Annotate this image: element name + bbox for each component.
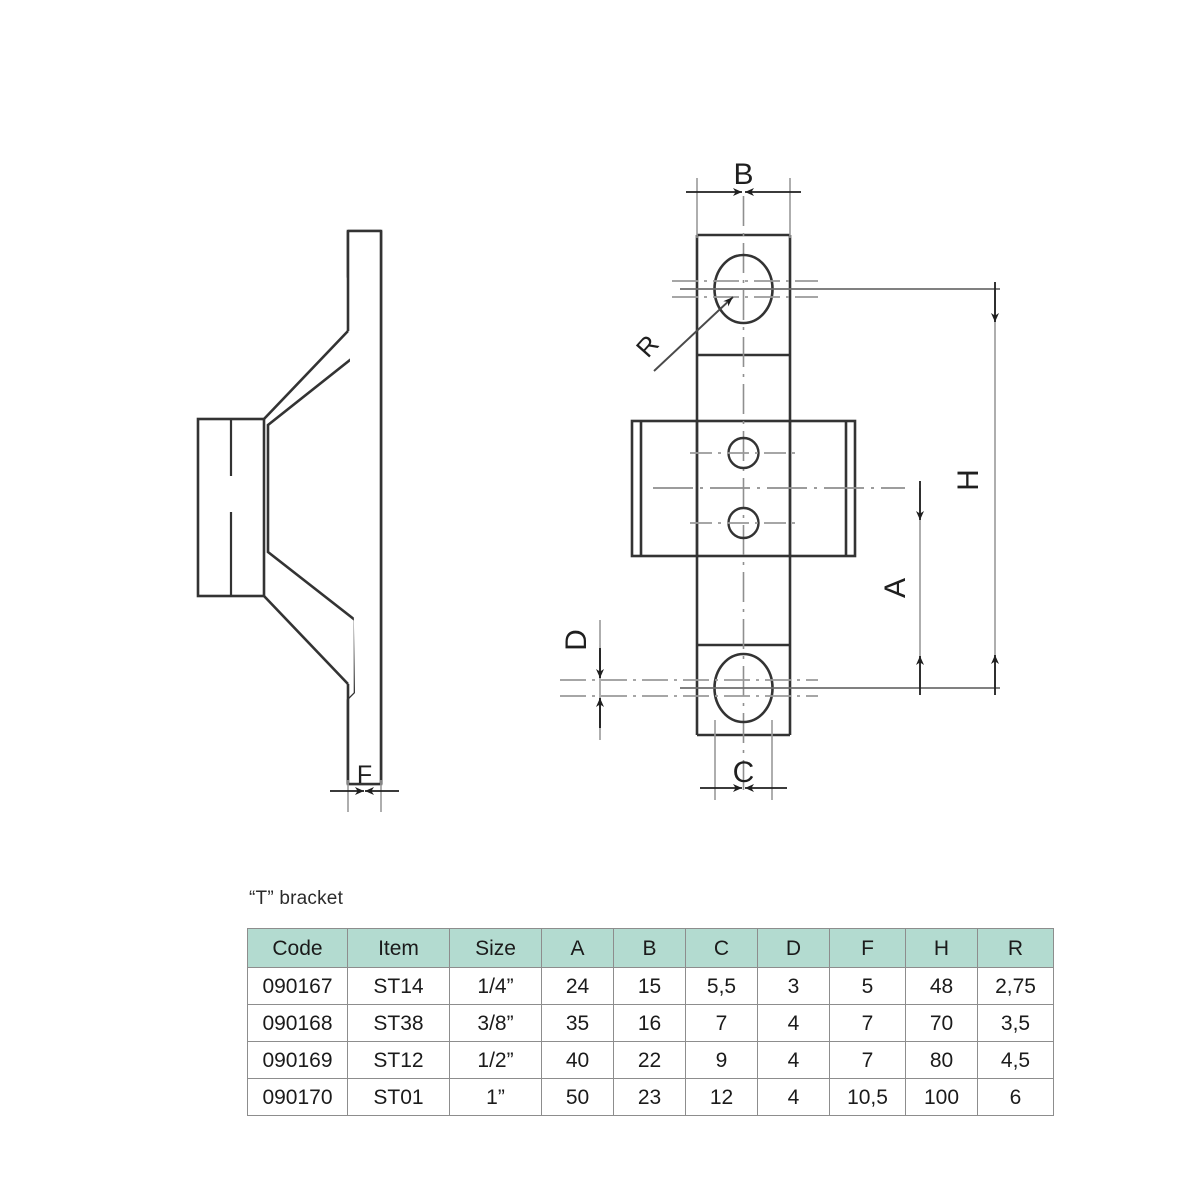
cell-item: ST01 xyxy=(347,1078,450,1116)
cell-size: 1” xyxy=(449,1078,542,1116)
cell-b: 23 xyxy=(613,1078,686,1116)
cell-f: 10,5 xyxy=(829,1078,906,1116)
col-header-a: A xyxy=(541,928,614,968)
cell-h: 70 xyxy=(905,1004,978,1042)
col-header-h: H xyxy=(905,928,978,968)
cell-item: ST14 xyxy=(347,967,450,1005)
table-header-row: Code Item Size A B C D F H R xyxy=(247,928,1054,968)
cell-r: 4,5 xyxy=(977,1041,1054,1079)
spec-table-container: Code Item Size A B C D F H R 090167 ST14… xyxy=(247,928,1054,1116)
cell-c: 7 xyxy=(685,1004,758,1042)
cell-item: ST38 xyxy=(347,1004,450,1042)
cell-f: 7 xyxy=(829,1041,906,1079)
cell-item: ST12 xyxy=(347,1041,450,1079)
cell-c: 5,5 xyxy=(685,967,758,1005)
cell-a: 35 xyxy=(541,1004,614,1042)
col-header-r: R xyxy=(977,928,1054,968)
cell-a: 50 xyxy=(541,1078,614,1116)
dimension-H: H xyxy=(952,282,999,695)
cell-code: 090167 xyxy=(247,967,348,1005)
dimension-label-R: R xyxy=(630,329,665,363)
cell-r: 2,75 xyxy=(977,967,1054,1005)
col-header-f: F xyxy=(829,928,906,968)
table-row: 090168 ST38 3/8” 35 16 7 4 7 70 3,5 xyxy=(247,1004,1054,1042)
cell-a: 24 xyxy=(541,967,614,1005)
dimension-label-D: D xyxy=(560,629,593,651)
drawing-canvas: F xyxy=(196,158,1000,812)
technical-drawing: F xyxy=(196,158,1000,812)
spec-table: Code Item Size A B C D F H R 090167 ST14… xyxy=(247,928,1054,1116)
cell-code: 090168 xyxy=(247,1004,348,1042)
dimension-label-C: C xyxy=(733,756,755,789)
bottom-hole-centerlines xyxy=(560,679,818,697)
cell-d: 4 xyxy=(757,1004,830,1042)
cell-code: 090170 xyxy=(247,1078,348,1116)
col-header-d: D xyxy=(757,928,830,968)
col-header-item: Item xyxy=(347,928,450,968)
cell-f: 5 xyxy=(829,967,906,1005)
cell-d: 3 xyxy=(757,967,830,1005)
cell-c: 9 xyxy=(685,1041,758,1079)
side-view: F xyxy=(196,229,399,812)
cell-b: 16 xyxy=(613,1004,686,1042)
cell-a: 40 xyxy=(541,1041,614,1079)
cell-r: 3,5 xyxy=(977,1004,1054,1042)
col-header-b: B xyxy=(613,928,686,968)
radius-leader: R xyxy=(630,296,734,372)
dimension-F: F xyxy=(330,761,399,812)
dimension-label-B: B xyxy=(733,158,753,191)
col-header-c: C xyxy=(685,928,758,968)
dimension-C: C xyxy=(700,720,787,800)
cell-b: 22 xyxy=(613,1041,686,1079)
cell-size: 1/2” xyxy=(449,1041,542,1079)
table-row: 090170 ST01 1” 50 23 12 4 10,5 100 6 xyxy=(247,1078,1054,1116)
cell-code: 090169 xyxy=(247,1041,348,1079)
cell-size: 3/8” xyxy=(449,1004,542,1042)
front-view: R xyxy=(560,158,1000,800)
table-row: 090167 ST14 1/4” 24 15 5,5 3 5 48 2,75 xyxy=(247,967,1054,1005)
dimension-B: B xyxy=(686,158,801,238)
dimension-label-F: F xyxy=(357,761,372,789)
side-view-silhouette xyxy=(348,231,381,784)
middle-holes-centerlines xyxy=(690,452,800,524)
top-hole-centerlines xyxy=(672,280,818,298)
dimension-D: D xyxy=(560,620,604,740)
drawing-caption: “T” bracket xyxy=(249,888,344,909)
cell-f: 7 xyxy=(829,1004,906,1042)
table-row: 090169 ST12 1/2” 40 22 9 4 7 80 4,5 xyxy=(247,1041,1054,1079)
col-header-code: Code xyxy=(247,928,348,968)
col-header-size: Size xyxy=(449,928,542,968)
cell-h: 48 xyxy=(905,967,978,1005)
cell-h: 80 xyxy=(905,1041,978,1079)
cell-h: 100 xyxy=(905,1078,978,1116)
dimension-A: A xyxy=(879,481,924,695)
cell-c: 12 xyxy=(685,1078,758,1116)
cell-d: 4 xyxy=(757,1078,830,1116)
cell-r: 6 xyxy=(977,1078,1054,1116)
cell-d: 4 xyxy=(757,1041,830,1079)
cell-b: 15 xyxy=(613,967,686,1005)
dimension-label-A: A xyxy=(879,578,912,598)
dimension-label-H: H xyxy=(952,469,985,491)
cell-size: 1/4” xyxy=(449,967,542,1005)
